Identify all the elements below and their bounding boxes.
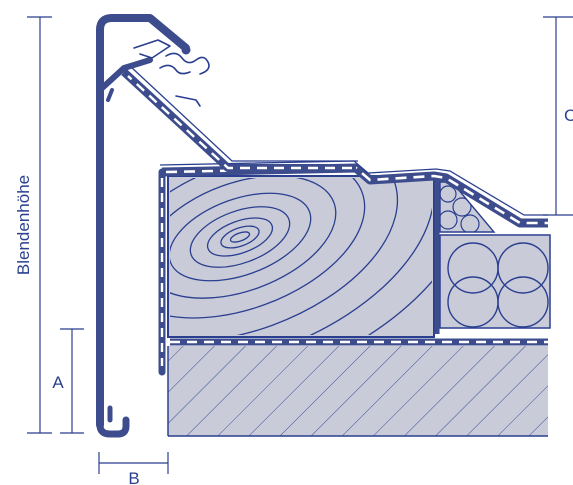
clamp-spring (133, 39, 210, 107)
concrete-slab (167, 346, 548, 437)
label-a: A (52, 373, 64, 392)
insulation-main (439, 234, 551, 329)
dimension-b (98, 452, 169, 474)
label-c: C (564, 106, 573, 125)
insulation-wedge (439, 181, 496, 233)
dimension-a (60, 328, 84, 434)
label-blendenhoehe: Blendenhöhe (14, 175, 33, 275)
fixing-arm (97, 57, 153, 102)
dimension-blendenhoehe (27, 16, 52, 434)
fascia-profile (96, 14, 191, 438)
label-b: B (128, 469, 139, 485)
upstand-membrane (121, 65, 358, 172)
timber-edge-beam (167, 175, 435, 338)
